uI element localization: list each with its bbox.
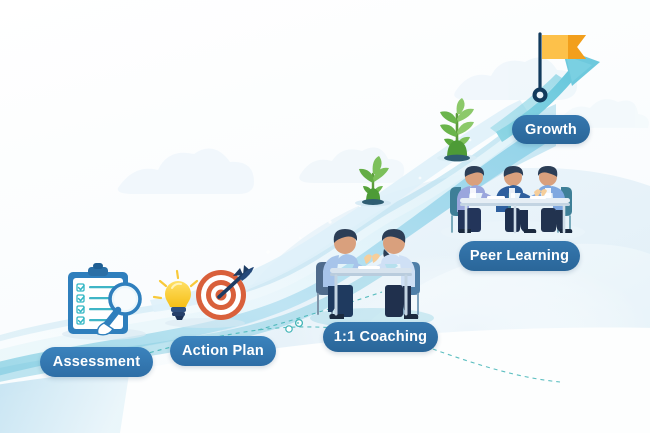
person-left (323, 229, 369, 319)
step-badge-coaching[interactable]: 1:1 Coaching (323, 322, 438, 352)
meeting-table (330, 268, 412, 316)
three-people-table-icon (441, 166, 585, 243)
step-label-growth: Growth (525, 121, 577, 138)
clipboard-magnifier-icon (62, 263, 146, 340)
step-badge-growth[interactable]: Growth (512, 115, 590, 144)
lightbulb-icon (165, 281, 191, 307)
peer-table (460, 198, 570, 234)
foreground-shore (0, 327, 650, 433)
step-label-peer-learning: Peer Learning (469, 248, 570, 264)
shore-band (0, 368, 130, 433)
bulb-rays-icon (152, 269, 199, 300)
step-label-assessment: Assessment (52, 354, 141, 370)
magnifier-icon (96, 282, 142, 336)
lightbulb-target-icon (152, 265, 254, 328)
goal-flag (532, 32, 586, 103)
step-badge-peer-learning[interactable]: Peer Learning (459, 241, 580, 271)
step-badge-action-plan[interactable]: Action Plan (170, 336, 276, 366)
small-seedling (355, 156, 391, 207)
step-label-coaching: 1:1 Coaching (333, 329, 428, 345)
person-right (370, 229, 419, 319)
dart-icon (217, 265, 254, 299)
step-badge-assessment[interactable]: Assessment (40, 347, 153, 377)
step-label-action-plan: Action Plan (182, 343, 264, 359)
connector-nodes (285, 318, 304, 333)
tall-plant (437, 98, 477, 162)
